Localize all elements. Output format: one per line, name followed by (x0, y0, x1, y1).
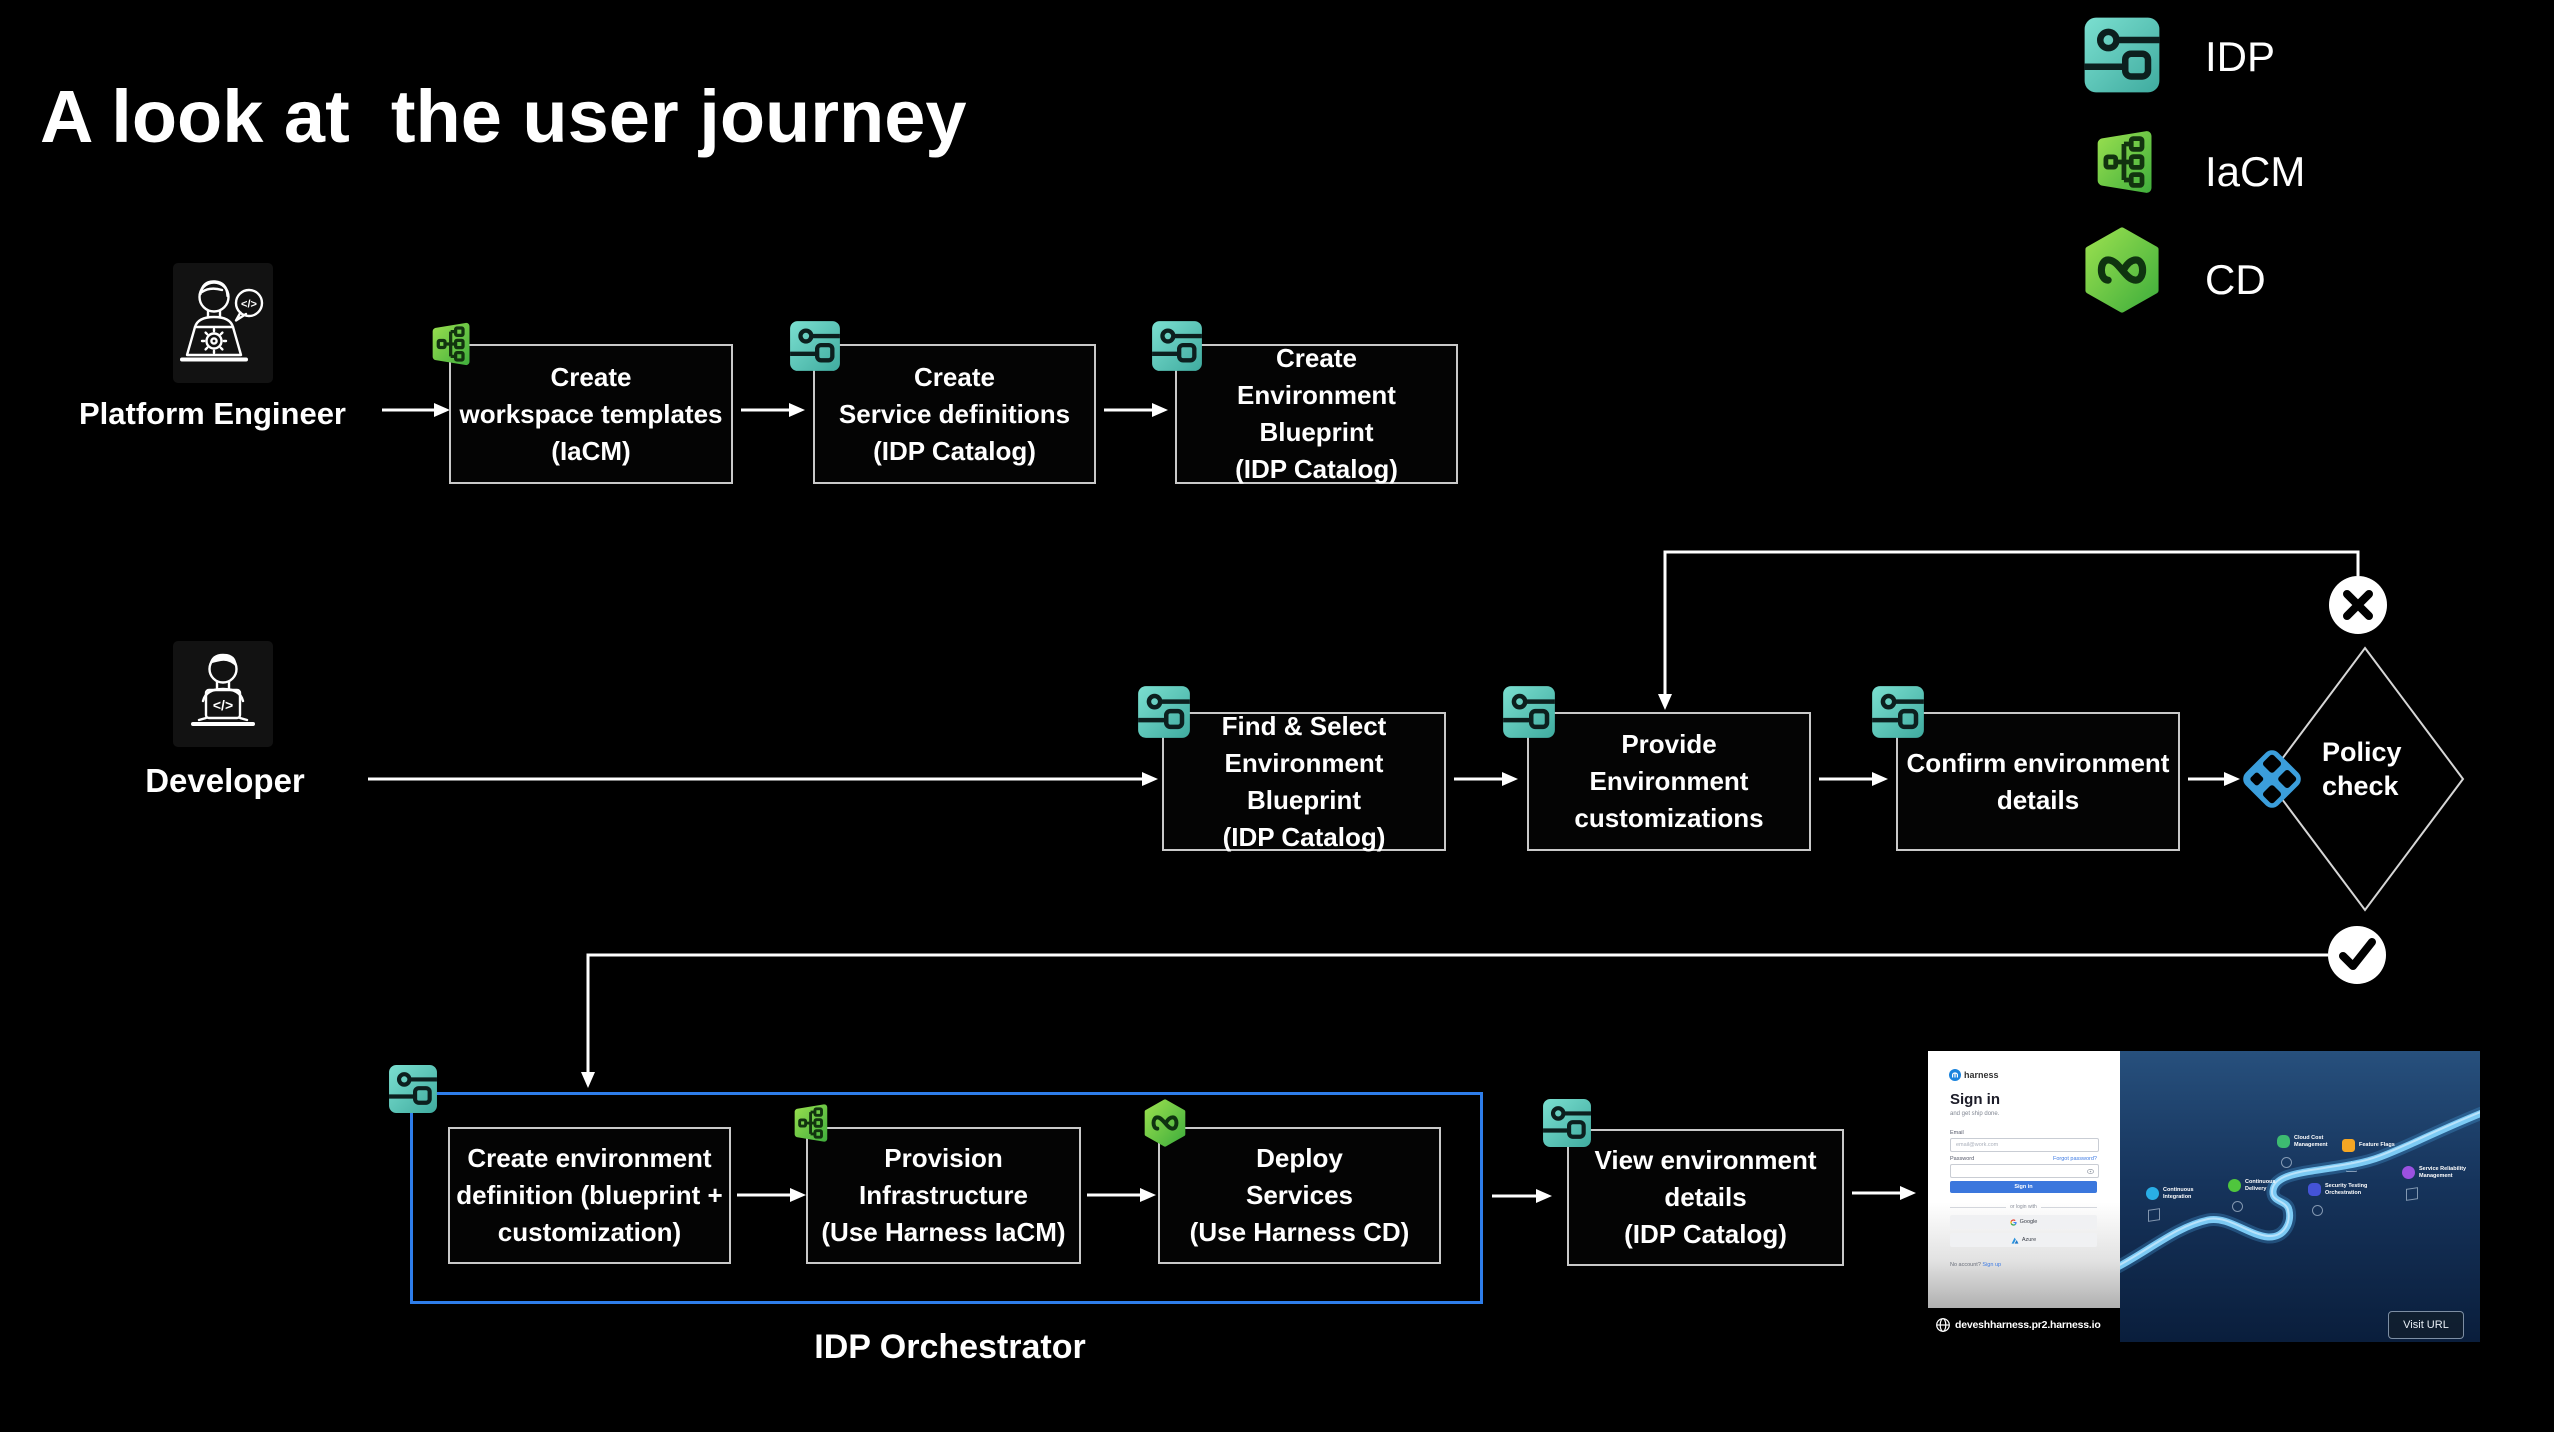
ccm-glyph (2281, 1157, 2292, 1168)
password-field (1950, 1164, 2099, 1178)
ff-module-icon (2342, 1139, 2355, 1152)
developer-label: Developer (145, 762, 305, 799)
legend-cd-label: CD (2205, 256, 2266, 303)
step-deploy-services: Deploy Services (Use Harness CD) (1158, 1127, 1441, 1264)
legend-cd-icon (2077, 220, 2167, 320)
email-field: email@work.com (1950, 1138, 2099, 1152)
idp-orchestrator-container (410, 1092, 1483, 1304)
sto-module-label: Security Testing Orchestration (2325, 1183, 2368, 1196)
success-check-icon (2328, 926, 2386, 984)
idp-badge-icon (789, 320, 841, 372)
signin-button: Sign in (1950, 1181, 2097, 1193)
step-confirm-environment-details: Confirm environment details (1896, 712, 2180, 851)
idp-orchestrator-label: IDP Orchestrator (814, 1328, 1086, 1366)
cd-badge-icon (1140, 1098, 1190, 1148)
srm-module-icon (2402, 1166, 2415, 1179)
fail-x-icon (2329, 576, 2387, 634)
page-title: A look at the user journey (40, 74, 967, 158)
ci-glyph (2148, 1208, 2160, 1222)
visit-url-button[interactable]: Visit URL (2388, 1311, 2464, 1339)
developer-icon: </> (173, 641, 273, 747)
idp-badge-icon (1502, 685, 1556, 739)
idp-badge-icon (1151, 320, 1203, 372)
signin-heading: Sign in (1950, 1091, 2000, 1108)
step-find-select-blueprint: Find & Select Environment Blueprint (IDP… (1162, 711, 1446, 852)
arrowheads (434, 403, 2240, 1203)
svg-text:</>: </> (213, 697, 233, 713)
sto-glyph (2312, 1205, 2323, 1216)
ff-module-label: Feature Flags (2359, 1142, 2395, 1148)
srm-glyph (2406, 1187, 2418, 1201)
fail-loop-line (1663, 550, 2360, 696)
google-login-button: Google (1950, 1215, 2097, 1229)
legend-idp-icon (2083, 16, 2161, 94)
globe-icon (1936, 1318, 1950, 1332)
step-create-service-definitions: Create Service definitions (IDP Catalog) (813, 344, 1096, 484)
step-create-workspace-templates: Create workspace templates (IaCM) (449, 344, 733, 484)
cd-glyph (2232, 1201, 2243, 1212)
legend-idp-label: IDP (2205, 33, 2276, 80)
ci-module-label: Continuous Integration (2163, 1187, 2194, 1200)
ci-module-icon (2146, 1187, 2159, 1200)
harness-app-preview: harness Sign in and get ship done. Email… (1928, 1051, 2480, 1342)
azure-login-button: Azure (1950, 1233, 2097, 1247)
signin-panel: harness Sign in and get ship done. Email… (1928, 1051, 2120, 1342)
idp-badge-icon (1137, 685, 1191, 739)
step-provision-infrastructure: Provision Infrastructure (Use Harness Ia… (806, 1127, 1081, 1264)
password-label: Password (1950, 1156, 1975, 1162)
ccm-module-label: Cloud Cost Management (2294, 1135, 2328, 1148)
journey-map-panel: Continuous Integration Continuous Delive… (2120, 1051, 2480, 1342)
email-placeholder: email@work.com (1956, 1142, 1999, 1148)
preview-url: deveshharness.pr2.harness.io (1955, 1319, 2101, 1331)
srm-module-label: Service Reliability Management (2419, 1166, 2467, 1179)
iacm-badge-icon (424, 318, 476, 370)
platform-engineer-icon: </> (173, 263, 273, 383)
policy-check-label: Policy check (2322, 737, 2402, 801)
cd-module-label: Continuous Delivery (2245, 1179, 2276, 1192)
idp-badge-icon (1871, 685, 1925, 739)
forgot-password-link: Forgot password? (2052, 1156, 2097, 1162)
success-line (586, 953, 2328, 1074)
platform-engineer-label: Platform Engineer (79, 396, 346, 431)
policy-decision-diamond (2265, 646, 2465, 912)
harness-brand-text: harness (1964, 1070, 1999, 1080)
step-create-environment-definition: Create environment definition (blueprint… (448, 1127, 731, 1264)
harness-logo-icon (1949, 1069, 1961, 1081)
login-divider: or login with (1950, 1204, 2097, 1210)
svg-text:</>: </> (241, 299, 257, 311)
preview-url-bar: deveshharness.pr2.harness.io (1928, 1308, 2120, 1342)
no-account-text: No account? Sign up (1950, 1262, 2002, 1268)
step-view-environment-details: View environment details (IDP Catalog) (1567, 1129, 1844, 1266)
email-label: Email (1950, 1130, 1964, 1136)
cd-module-icon (2228, 1179, 2241, 1192)
ccm-module-icon (2277, 1135, 2290, 1148)
signin-subheading: and get ship done. (1950, 1111, 2000, 1117)
road-graphic (2120, 1106, 2480, 1274)
password-eye-icon (2087, 1168, 2094, 1174)
step-provide-customizations: Provide Environment customizations (1527, 712, 1811, 851)
azure-icon (2011, 1237, 2019, 1244)
iacm-badge-icon (787, 1100, 833, 1146)
legend-iacm-label: IaCM (2205, 148, 2306, 195)
idp-badge-icon (388, 1064, 438, 1114)
sto-module-icon (2308, 1183, 2321, 1196)
signup-link: Sign up (1982, 1262, 2002, 1268)
legend-iacm-icon (2085, 112, 2161, 212)
idp-badge-icon (1542, 1098, 1592, 1148)
policy-engine-icon (2243, 750, 2301, 808)
google-icon (2009, 1218, 2017, 1226)
step-create-environment-blueprint: Create Environment Blueprint (IDP Catalo… (1175, 343, 1458, 484)
